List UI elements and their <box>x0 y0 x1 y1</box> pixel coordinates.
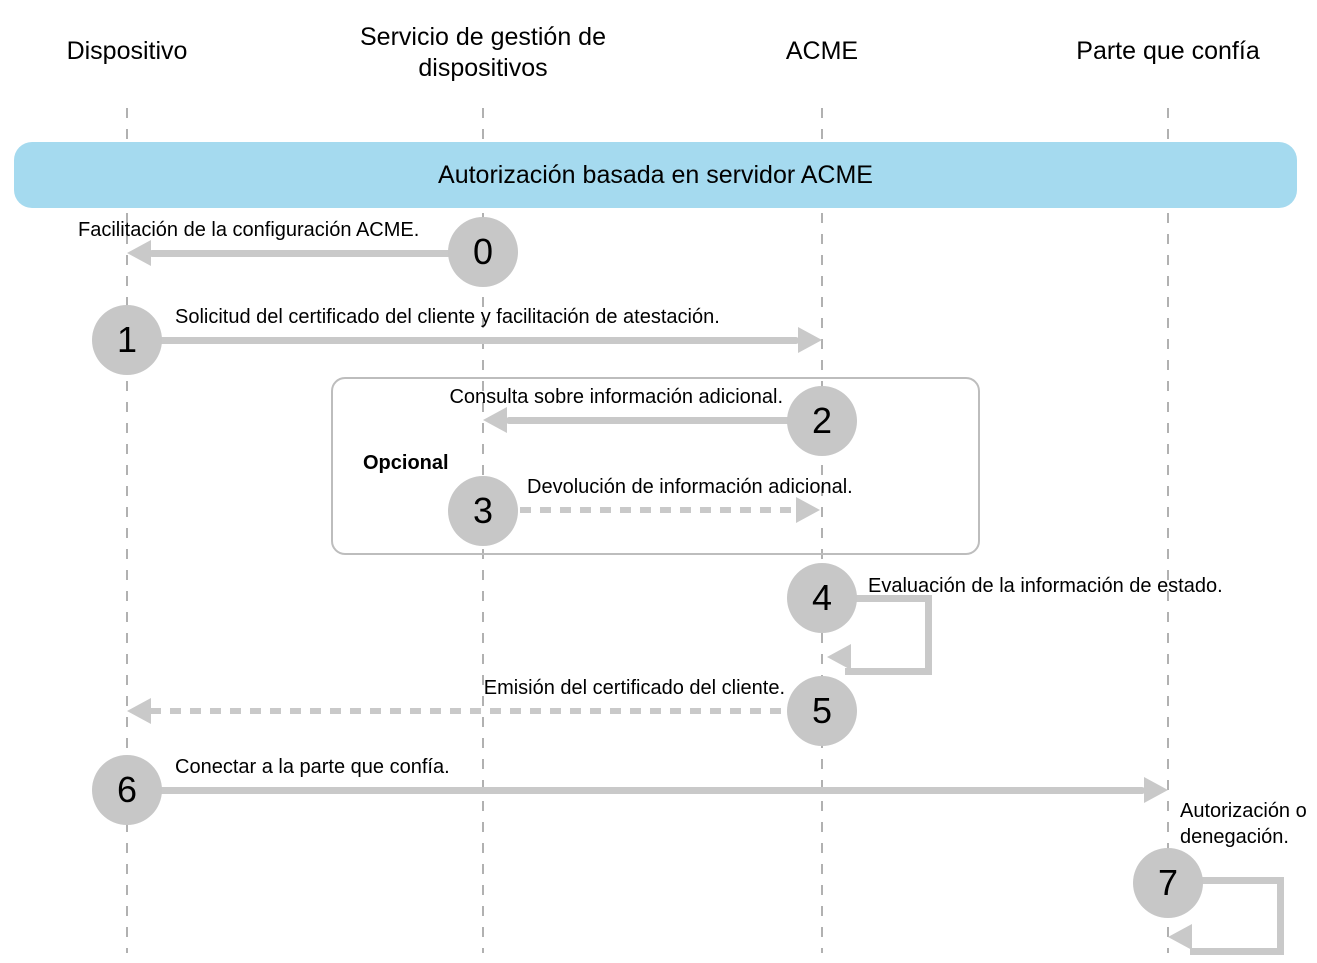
step-5-arrow-line <box>150 708 795 714</box>
step-5-arrowhead-left-icon <box>127 698 151 724</box>
step-1-badge: 1 <box>92 305 162 375</box>
lifeline-dispositivo <box>126 108 128 953</box>
phase-banner: Autorización basada en servidor ACME <box>14 142 1297 208</box>
step-2-label: Consulta sobre información adicional. <box>449 386 783 408</box>
step-6-badge: 6 <box>92 755 162 825</box>
step-0-arrow-line <box>149 250 483 257</box>
lane-header-dispositivo: Dispositivo <box>66 37 188 65</box>
step-7-label: Autorización o denegación. <box>1180 800 1307 848</box>
step-3-badge: 3 <box>448 476 518 546</box>
step-7-badge: 7 <box>1133 848 1203 918</box>
step-7-arrowhead-left-icon <box>1168 924 1192 950</box>
step-4-badge: 4 <box>787 563 857 633</box>
step-0-badge: 0 <box>448 217 518 287</box>
step-5-badge: 5 <box>787 676 857 746</box>
step-1-arrowhead-right-icon <box>798 327 822 353</box>
lane-header-servicio-gestion: Servicio de gestión de dispositivos <box>360 23 606 83</box>
optional-group-label: Opcional <box>363 452 449 474</box>
step-5-label: Emisión del certificado del cliente. <box>483 677 785 699</box>
step-2-badge: 2 <box>787 386 857 456</box>
step-0-label: Facilitación de la configuración ACME. <box>78 219 420 241</box>
lifeline-parte-que-confia <box>1167 108 1169 953</box>
step-2-arrowhead-left-icon <box>483 407 507 433</box>
lane-header-acme: ACME <box>785 37 859 65</box>
step-3-arrowhead-right-icon <box>796 497 820 523</box>
step-2-arrow-line <box>506 417 822 424</box>
step-6-label: Conectar a la parte que confía. <box>175 756 450 778</box>
lane-header-parte-que-confia: Parte que confía <box>1076 37 1260 65</box>
step-3-arrow-line <box>500 507 797 513</box>
step-4-arrowhead-left-icon <box>827 644 851 670</box>
step-1-arrow-line <box>127 337 799 344</box>
lifeline-acme <box>821 108 823 953</box>
step-1-label: Solicitud del certificado del cliente y … <box>175 306 720 328</box>
step-0-arrowhead-left-icon <box>127 240 151 266</box>
step-7-self-loop-arrow <box>1190 877 1284 955</box>
step-6-arrowhead-right-icon <box>1144 777 1168 803</box>
optional-group-box <box>331 377 980 555</box>
step-3-label: Devolución de información adicional. <box>527 476 853 498</box>
phase-banner-title: Autorización basada en servidor ACME <box>438 160 873 189</box>
step-6-arrow-line <box>127 787 1145 794</box>
step-4-label: Evaluación de la información de estado. <box>868 575 1223 597</box>
step-4-self-loop-arrow <box>845 595 932 675</box>
